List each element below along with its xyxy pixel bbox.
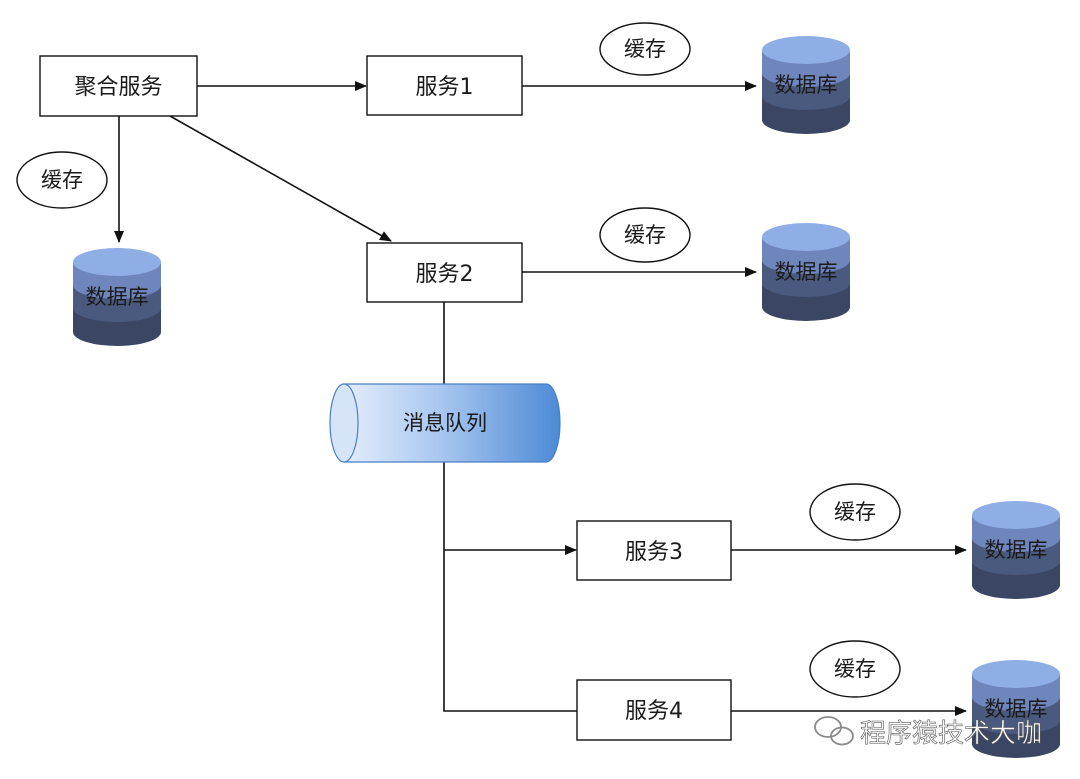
line-queue-to-service4 — [443, 462, 578, 712]
connectors — [114, 81, 967, 716]
cache-4-label: 缓存 — [834, 657, 876, 681]
watermark-text: 程序猿技术大咖 — [860, 719, 1042, 749]
database-aggregate-label: 数据库 — [86, 285, 149, 309]
database-2: 数据库 — [762, 223, 850, 321]
cache-4: 缓存 — [809, 640, 901, 698]
service4-label: 服务4 — [625, 699, 683, 724]
database-aggregate: 数据库 — [73, 248, 161, 346]
cache-1-label: 缓存 — [624, 37, 666, 61]
cache-3-label: 缓存 — [834, 500, 876, 524]
service1-label: 服务1 — [416, 75, 474, 100]
service3-box: 服务3 — [576, 520, 732, 581]
watermark: 程序猿技术大咖 — [814, 716, 1042, 749]
service1-box: 服务1 — [366, 55, 523, 116]
cache-1: 缓存 — [599, 22, 691, 76]
database-1-label: 数据库 — [775, 73, 838, 97]
cache-aggregate-label: 缓存 — [41, 168, 83, 192]
database-4-label: 数据库 — [985, 697, 1048, 721]
cache-2-label: 缓存 — [624, 223, 666, 247]
arrow-aggregate-to-service2 — [169, 115, 392, 242]
service2-box: 服务2 — [366, 242, 523, 303]
message-queue-label: 消息队列 — [403, 411, 487, 435]
message-queue: 消息队列 — [329, 383, 561, 463]
service3-label: 服务3 — [625, 540, 683, 565]
service2-label: 服务2 — [416, 262, 474, 287]
aggregate-service-label: 聚合服务 — [74, 75, 162, 100]
database-2-label: 数据库 — [775, 260, 838, 284]
cache-3: 缓存 — [809, 483, 901, 541]
aggregate-service-box: 聚合服务 — [39, 55, 198, 117]
cache-2: 缓存 — [599, 207, 691, 263]
wechat-icon — [814, 716, 854, 746]
database-3-label: 数据库 — [985, 538, 1048, 562]
service4-box: 服务4 — [576, 679, 732, 741]
database-1: 数据库 — [762, 36, 850, 134]
database-3: 数据库 — [972, 501, 1060, 599]
database-4: 数据库 — [972, 660, 1060, 758]
cache-aggregate: 缓存 — [16, 151, 108, 209]
